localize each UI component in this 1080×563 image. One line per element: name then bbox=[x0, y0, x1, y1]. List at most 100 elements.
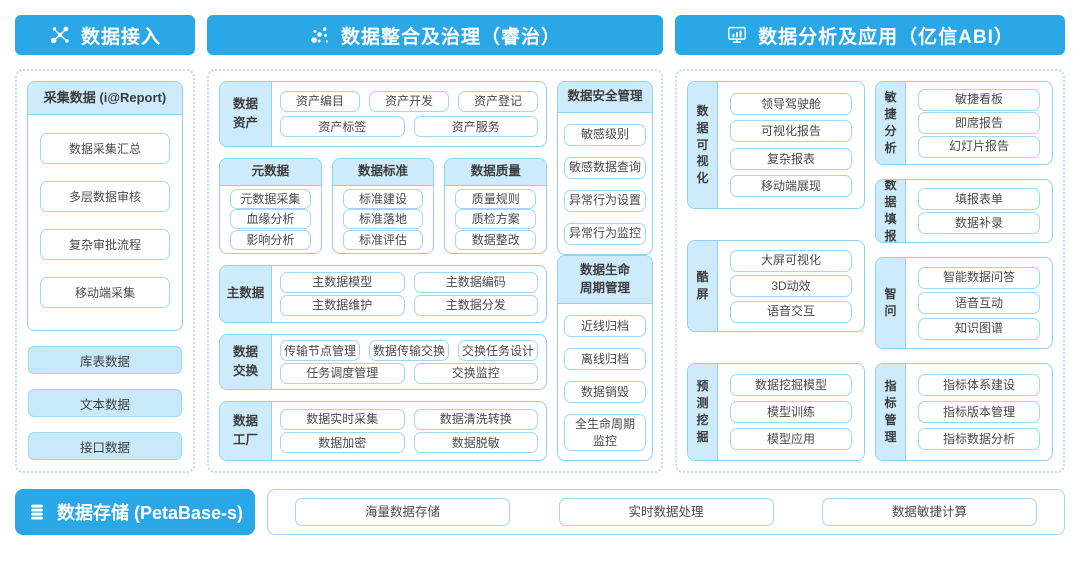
feature-chip: 智能数据问答 bbox=[918, 266, 1040, 289]
governance-title: 数据整合及治理（睿治） bbox=[340, 26, 561, 48]
card-title: 数据质量 bbox=[445, 159, 547, 186]
feature-chip: 异常行为监控 bbox=[564, 222, 647, 245]
dot-cluster-icon bbox=[311, 27, 329, 43]
storage-feature-chip: 实时数据处理 bbox=[558, 498, 774, 526]
report-card-title: 采集数据 (i@Report) bbox=[28, 82, 182, 116]
database-icon bbox=[31, 504, 43, 520]
card-title: 数据标准 bbox=[332, 159, 434, 186]
top-panels: 数据接入 采集数据 (i@Report) 数据采集汇总多层数据审核复杂审批流程移… bbox=[15, 15, 1065, 473]
feature-chip: 主数据编码 bbox=[413, 272, 539, 293]
access-column: 数据接入 采集数据 (i@Report) 数据采集汇总多层数据审核复杂审批流程移… bbox=[15, 15, 195, 473]
data-standard-card: 数据标准 标准建设标准落地标准评估 bbox=[331, 158, 435, 254]
feature-chip: 主数据模型 bbox=[280, 272, 405, 293]
feature-chip: 复杂审批流程 bbox=[40, 229, 170, 261]
asset-row-1: 资产编目资产开发资产登记 bbox=[280, 90, 539, 112]
feature-chip: 数据加密 bbox=[280, 432, 405, 454]
analysis-title: 数据分析及应用（亿信ABI） bbox=[758, 26, 1014, 48]
feature-chip: 异常行为设置 bbox=[564, 189, 647, 212]
indicator-management-card: 指标管理 指标体系建设指标版本管理指标数据分析 bbox=[875, 363, 1053, 461]
data-source-chip: 文本数据 bbox=[28, 389, 182, 418]
feature-chip: 标准评估 bbox=[342, 229, 424, 250]
group-label: 数据 资产 bbox=[220, 82, 272, 146]
data-asset-group: 数据 资产 资产编目资产开发资产登记 资产标签资产服务 bbox=[219, 81, 548, 147]
master-row-1: 主数据模型主数据编码 bbox=[280, 272, 539, 293]
metadata-standard-quality-row: 元数据 元数据采集血缘分析影响分析 数据标准 标准建设标准落地标准评估 数据质量… bbox=[219, 158, 548, 254]
feature-chip: 元数据采集 bbox=[230, 188, 311, 209]
analysis-column: 数据分析及应用（亿信ABI） 数据可视化 领导驾驶舱可视化报告复杂报表移动端展现… bbox=[675, 15, 1065, 473]
data-lifecycle-card: 数据生命 周期管理 近线归档离线归档数据销毁全生命周期 监控 bbox=[557, 255, 654, 461]
card-items: 标准建设标准落地标准评估 bbox=[333, 186, 434, 254]
data-source-chip: 库表数据 bbox=[28, 346, 182, 375]
feature-chip: 主数据分发 bbox=[413, 295, 539, 316]
feature-chip: 语音互动 bbox=[918, 292, 1040, 314]
analysis-header: 数据分析及应用（亿信ABI） bbox=[675, 15, 1065, 55]
card-items: 敏捷看板即席报告幻灯片报告 bbox=[906, 82, 1052, 164]
group-label: 数据 工厂 bbox=[220, 402, 272, 460]
group-label: 智问 bbox=[876, 258, 906, 348]
feature-chip: 质检方案 bbox=[455, 209, 537, 230]
feature-chip: 标准落地 bbox=[342, 209, 424, 230]
card-title: 元数据 bbox=[220, 159, 321, 186]
feature-chip: 质量规则 bbox=[455, 188, 537, 209]
feature-chip: 血缘分析 bbox=[230, 209, 311, 230]
group-label: 数据 交换 bbox=[220, 335, 272, 389]
data-quality-card: 数据质量 质量规则质检方案数据整改 bbox=[444, 158, 548, 254]
predictive-mining-card: 预测挖掘 数据挖掘模型模型训练模型应用 bbox=[687, 363, 865, 461]
feature-chip: 任务调度管理 bbox=[280, 362, 405, 384]
feature-chip: 数据实时采集 bbox=[280, 408, 405, 430]
feature-chip: 移动端采集 bbox=[40, 277, 170, 309]
access-title: 数据接入 bbox=[80, 26, 161, 48]
feature-chip: 敏感级别 bbox=[564, 123, 647, 146]
feature-chip: 复杂报表 bbox=[730, 147, 852, 170]
feature-chip: 填报表单 bbox=[918, 187, 1040, 210]
data-visualization-card: 数据可视化 领导驾驶舱可视化报告复杂报表移动端展现 bbox=[687, 81, 865, 209]
feature-chip: 指标体系建设 bbox=[918, 374, 1040, 396]
feature-chip: 数据脱敏 bbox=[413, 432, 539, 454]
group-label: 数据可视化 bbox=[688, 82, 718, 208]
feature-chip: 模型应用 bbox=[730, 428, 852, 450]
card-items: 数据挖掘模型模型训练模型应用 bbox=[718, 364, 864, 460]
card-items: 智能数据问答语音互动知识图谱 bbox=[906, 258, 1052, 348]
feature-chip: 领导驾驶舱 bbox=[730, 92, 852, 115]
feature-chip: 即席报告 bbox=[918, 112, 1040, 134]
agile-analysis-card: 敏捷分析 敏捷看板即席报告幻灯片报告 bbox=[875, 81, 1053, 165]
governance-header: 数据整合及治理（睿治） bbox=[207, 15, 663, 55]
group-label: 酷屏 bbox=[688, 241, 718, 331]
feature-chip: 敏捷看板 bbox=[918, 88, 1040, 111]
feature-chip: 离线归档 bbox=[564, 348, 647, 371]
card-items: 敏感级别敏感数据查询异常行为设置异常行为监控 bbox=[558, 113, 652, 255]
report-card-items: 数据采集汇总多层数据审核复杂审批流程移动端采集 bbox=[28, 115, 182, 330]
feature-chip: 敏感数据查询 bbox=[564, 156, 647, 179]
card-items: 近线归档离线归档数据销毁全生命周期 监控 bbox=[558, 304, 652, 460]
storage-panel: 海量数据存储实时数据处理数据敏捷计算 bbox=[267, 489, 1065, 535]
storage-title: 数据存储 (PetaBase-s) bbox=[56, 503, 244, 523]
feature-chip: 资产开发 bbox=[369, 90, 450, 112]
feature-chip: 资产编目 bbox=[280, 90, 361, 112]
network-nodes-icon bbox=[50, 26, 69, 44]
feature-chip: 交换任务设计 bbox=[458, 340, 539, 362]
feature-chip: 可视化报告 bbox=[730, 120, 852, 143]
feature-chip: 移动端展现 bbox=[730, 175, 852, 198]
feature-chip: 大屏可视化 bbox=[730, 249, 852, 272]
feature-chip: 数据清洗转换 bbox=[413, 408, 539, 430]
group-label: 敏捷分析 bbox=[876, 82, 906, 164]
storage-header: 数据存储 (PetaBase-s) bbox=[15, 489, 255, 535]
monitor-chart-icon bbox=[728, 26, 747, 43]
factory-row-1: 数据实时采集数据清洗转换 bbox=[280, 408, 539, 430]
feature-chip: 数据补录 bbox=[918, 212, 1040, 235]
feature-chip: 资产登记 bbox=[458, 90, 539, 112]
access-panel: 采集数据 (i@Report) 数据采集汇总多层数据审核复杂审批流程移动端采集 … bbox=[15, 69, 195, 473]
data-entry-card: 数据填报 填报表单数据补录 bbox=[875, 179, 1053, 243]
storage-row: 数据存储 (PetaBase-s) 海量数据存储实时数据处理数据敏捷计算 bbox=[15, 489, 1065, 535]
feature-chip: 资产服务 bbox=[413, 116, 539, 138]
feature-chip: 模型训练 bbox=[730, 401, 852, 423]
feature-chip: 语音交互 bbox=[730, 300, 852, 323]
feature-chip: 指标数据分析 bbox=[918, 428, 1040, 450]
governance-main: 数据 资产 资产编目资产开发资产登记 资产标签资产服务 元数据 元数据采集血缘分… bbox=[219, 81, 548, 461]
card-items: 质量规则质检方案数据整改 bbox=[445, 186, 546, 254]
master-data-group: 主数据 主数据模型主数据编码 主数据维护主数据分发 bbox=[219, 265, 548, 323]
